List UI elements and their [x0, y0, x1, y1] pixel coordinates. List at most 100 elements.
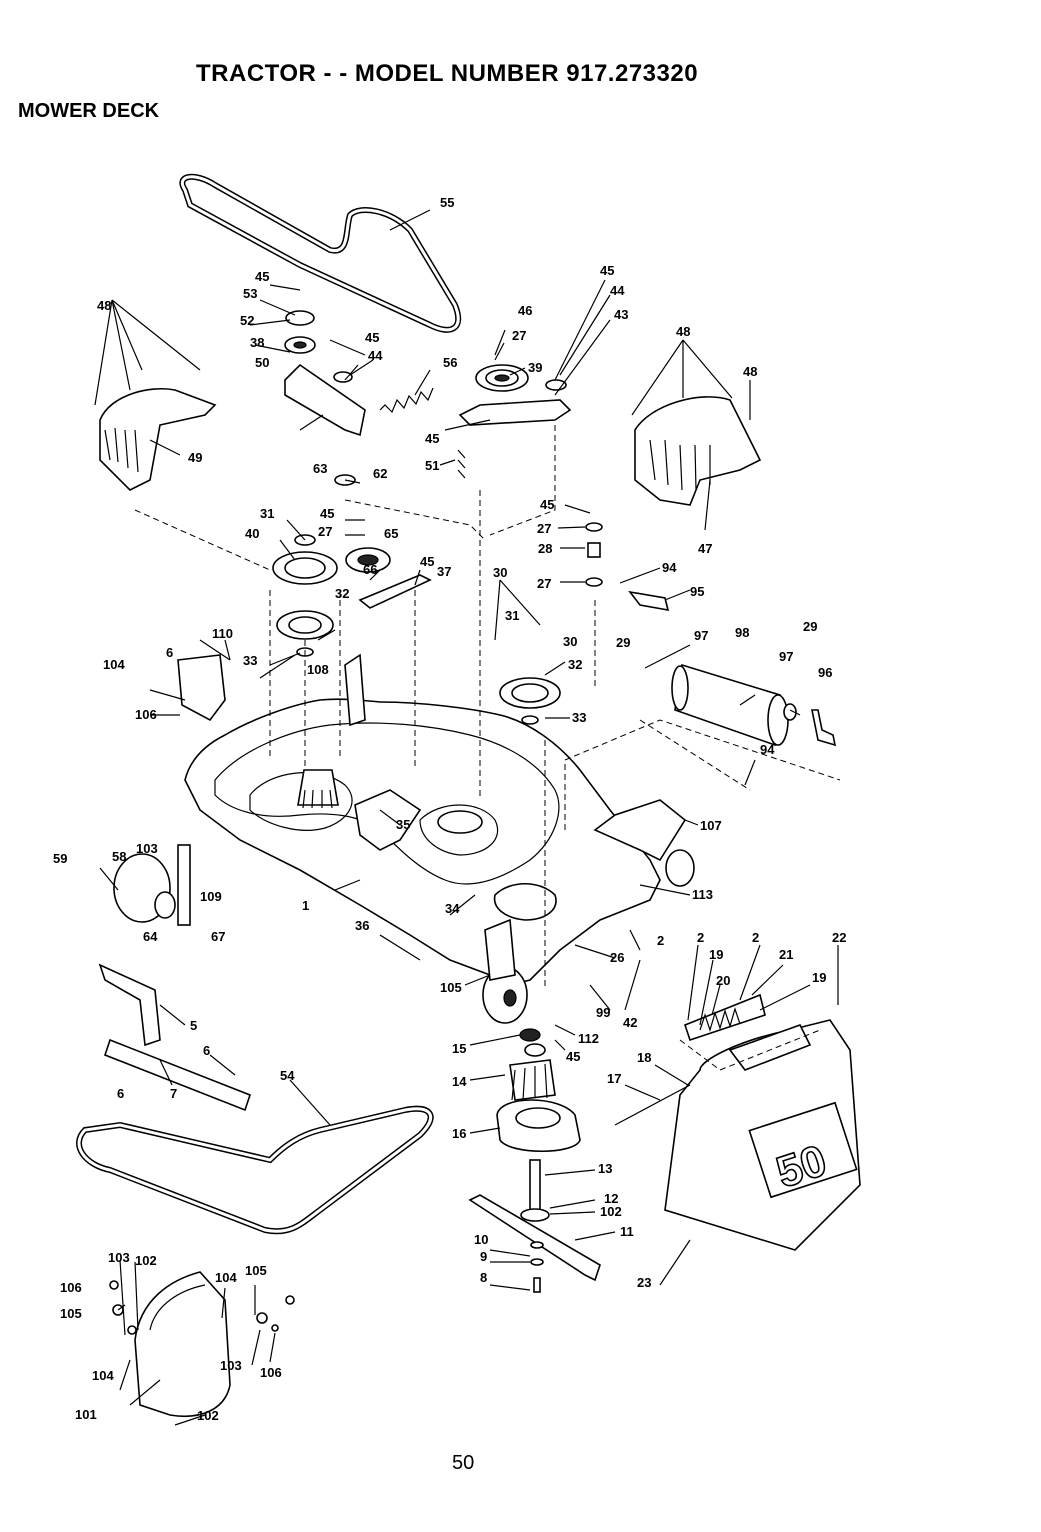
idler-arm-43	[457, 364, 572, 479]
callout-49: 49	[188, 450, 202, 465]
bracket-106	[177, 654, 226, 722]
callout-12: 12	[604, 1191, 618, 1206]
callout-112: 112	[578, 1031, 599, 1046]
discharge-chute-23: 50	[664, 1019, 861, 1251]
callout-103: 103	[136, 841, 158, 856]
callout-6: 6	[117, 1086, 124, 1101]
callout-39: 39	[528, 360, 542, 375]
callout-33: 33	[243, 653, 257, 668]
callout-5: 5	[190, 1018, 197, 1033]
belt-54	[76, 1105, 434, 1235]
assembly-lines	[134, 425, 841, 1071]
callout-99: 99	[596, 1005, 610, 1020]
bracket-37	[358, 574, 432, 609]
callout-106: 106	[135, 707, 157, 722]
callout-45: 45	[320, 506, 334, 521]
callout-67: 67	[211, 929, 225, 944]
callout-17: 17	[607, 1071, 621, 1086]
callout-22: 22	[832, 930, 846, 945]
belt-55	[179, 173, 462, 333]
callout-30: 30	[493, 565, 507, 580]
callout-58: 58	[112, 849, 126, 864]
callout-103: 103	[220, 1358, 242, 1373]
gauge-wheel-left	[113, 844, 191, 926]
callout-42: 42	[623, 1015, 637, 1030]
blade-11	[468, 1194, 601, 1282]
callout-45: 45	[420, 554, 434, 569]
callout-53: 53	[243, 286, 257, 301]
callout-45: 45	[425, 431, 439, 446]
callout-104: 104	[103, 657, 125, 672]
callout-40: 40	[245, 526, 259, 541]
pulley-65	[345, 547, 391, 573]
spacer-stack	[585, 522, 603, 587]
callout-2: 2	[752, 930, 759, 945]
callout-8: 8	[480, 1270, 487, 1285]
callout-48: 48	[97, 298, 111, 313]
deck-pulley	[437, 810, 483, 834]
callout-95: 95	[690, 584, 704, 599]
callout-2: 2	[657, 933, 664, 948]
callout-94: 94	[760, 742, 775, 757]
callout-9: 9	[480, 1249, 487, 1264]
hinge-spring-20	[684, 993, 766, 1042]
belt-cover-47	[634, 396, 762, 506]
bracket-96	[811, 709, 837, 747]
callout-34: 34	[445, 901, 460, 916]
callout-7: 7	[170, 1086, 177, 1101]
leader-lines	[94, 209, 839, 1426]
bracket-95	[628, 590, 670, 612]
section-title: MOWER DECK	[18, 100, 160, 122]
wheel-107	[665, 849, 695, 887]
callout-13: 13	[598, 1161, 612, 1176]
callout-66: 66	[363, 562, 377, 577]
callout-94: 94	[662, 560, 677, 575]
callout-104: 104	[215, 1270, 237, 1285]
callout-19: 19	[709, 947, 723, 962]
callout-26: 26	[610, 950, 624, 965]
callout-55: 55	[440, 195, 454, 210]
callout-96: 96	[818, 665, 832, 680]
callout-101: 101	[75, 1407, 97, 1422]
bracket-5	[98, 963, 161, 1047]
callout-113: 113	[692, 887, 713, 902]
callout-106: 106	[60, 1280, 82, 1295]
pin-hardware	[109, 1280, 295, 1335]
callout-105: 105	[440, 980, 462, 995]
callout-21: 21	[779, 947, 793, 962]
callout-10: 10	[474, 1232, 488, 1247]
callout-16: 16	[452, 1126, 466, 1141]
callout-52: 52	[240, 313, 254, 328]
callout-107: 107	[700, 818, 722, 833]
callout-6: 6	[203, 1043, 210, 1058]
callout-27: 27	[318, 524, 332, 539]
callout-51: 51	[425, 458, 439, 473]
callout-45: 45	[255, 269, 269, 284]
callout-48: 48	[676, 324, 690, 339]
callout-104: 104	[92, 1368, 114, 1383]
spring-56	[379, 387, 434, 414]
callout-48: 48	[743, 364, 757, 379]
callout-2: 2	[697, 930, 704, 945]
callout-28: 28	[538, 541, 552, 556]
spindle-assembly	[496, 1028, 581, 1222]
callout-97: 97	[694, 628, 708, 643]
callout-6: 6	[166, 645, 173, 660]
callout-38: 38	[250, 335, 264, 350]
callout-30: 30	[563, 634, 577, 649]
callout-102: 102	[600, 1204, 622, 1219]
callout-54: 54	[280, 1068, 295, 1083]
callout-65: 65	[384, 526, 398, 541]
callout-32: 32	[568, 657, 582, 672]
page-number: 50	[452, 1452, 475, 1474]
callout-50: 50	[255, 355, 269, 370]
callout-110: 110	[212, 626, 233, 641]
callout-45: 45	[566, 1049, 580, 1064]
callout-102: 102	[197, 1408, 219, 1423]
callout-62: 62	[373, 466, 387, 481]
callout-31: 31	[260, 506, 274, 521]
bracket-108	[344, 653, 366, 727]
callout-14: 14	[452, 1074, 467, 1089]
